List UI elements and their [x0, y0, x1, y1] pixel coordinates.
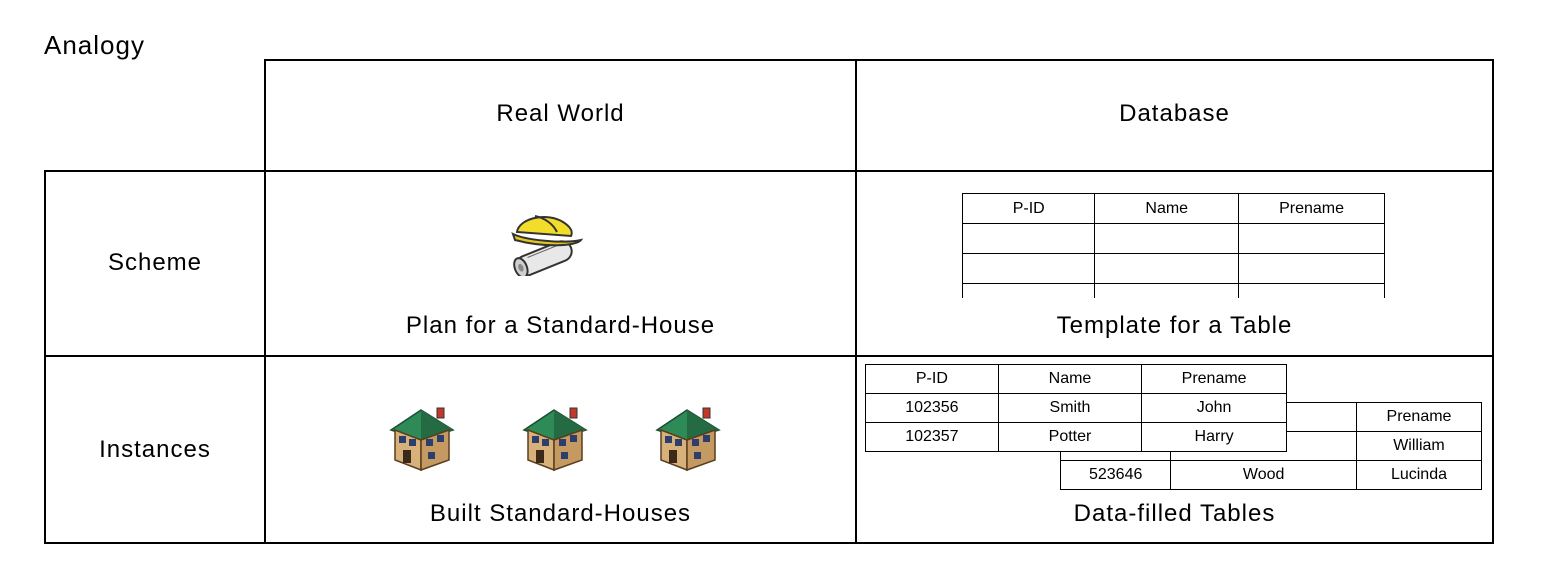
front-cell-pid: 102357 [865, 422, 999, 452]
data-table-back: e Prename s William 523646 Wood Lucinda [1059, 402, 1483, 490]
front-cell-pid: 102356 [865, 393, 999, 423]
front-header-name: Name [997, 364, 1143, 394]
diagram-title: Analogy [44, 30, 145, 60]
template-table: P-ID Name Prename [961, 193, 1385, 298]
column-header-database: Database [1119, 100, 1230, 127]
back-header-prename: Prename [1355, 402, 1483, 432]
row-label-instances: Instances [99, 436, 211, 463]
back-cell-prename: William [1355, 431, 1483, 461]
houses-group [390, 407, 720, 471]
template-header-pid: P-ID [961, 193, 1096, 224]
data-table-front: P-ID Name Prename 102356 Smith John 1023… [865, 364, 1287, 452]
house-icon [390, 407, 454, 471]
table-row: 102357 Potter Harry [865, 422, 1287, 452]
front-cell-prename: John [1141, 393, 1287, 423]
row-label-scheme: Scheme [107, 249, 203, 276]
hardhat-blueprint-icon [511, 215, 584, 276]
column-header-real-world: Real World [496, 100, 625, 127]
front-header-pid: P-ID [865, 364, 999, 394]
template-header-prename: Prename [1238, 193, 1385, 224]
house-icon [656, 407, 720, 471]
front-cell-name: Potter [997, 422, 1143, 452]
instances-database-caption: Data-filled Tables [1073, 500, 1276, 527]
front-cell-name: Smith [997, 393, 1143, 423]
front-cell-prename: Harry [1141, 422, 1287, 452]
scheme-database-caption: Template for a Table [1056, 312, 1293, 339]
scheme-real-world-caption: Plan for a Standard-House [405, 312, 716, 339]
back-cell-prename: Lucinda [1355, 460, 1483, 490]
table-row: 102356 Smith John [865, 393, 1287, 423]
back-cell-name: Wood [1170, 460, 1357, 490]
template-header-name: Name [1094, 193, 1240, 224]
house-icon [523, 407, 587, 471]
back-cell-pid: 523646 [1059, 460, 1172, 490]
front-header-prename: Prename [1141, 364, 1287, 394]
instances-real-world-caption: Built Standard-Houses [429, 500, 692, 527]
